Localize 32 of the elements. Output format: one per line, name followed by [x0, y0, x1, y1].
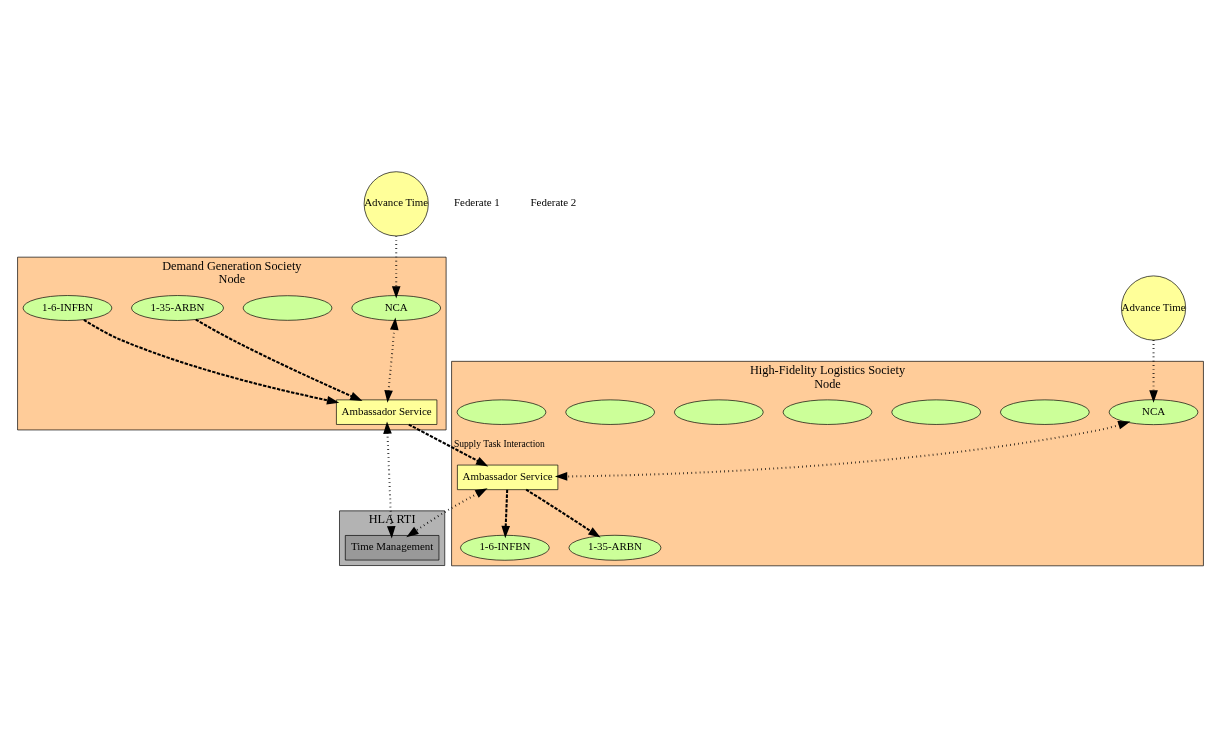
node-box: Ambassador Service: [336, 399, 438, 425]
node-ellipse: [1000, 399, 1090, 425]
node-ellipse: 1-6-INFBN: [22, 294, 113, 321]
node-ellipse: [456, 399, 547, 425]
node-ellipse: [782, 399, 873, 425]
arrow: [391, 235, 401, 299]
node-ellipse: [674, 399, 764, 425]
node-ellipse: 1-35-ARBN: [568, 534, 662, 561]
arrow: [554, 420, 1131, 481]
edge-label: Supply Task Interaction: [453, 437, 545, 449]
node-circle: Advance Time: [1121, 275, 1186, 340]
arrow: [1149, 339, 1158, 403]
node-ellipse: [242, 294, 333, 321]
node-box: Time Management: [344, 534, 440, 560]
arrow: [384, 317, 399, 403]
arrow: [525, 488, 601, 538]
arrow: [83, 318, 340, 404]
label: Federate 1: [453, 195, 500, 208]
arrow: [406, 487, 488, 537]
arrow: [408, 423, 489, 466]
node-ellipse: 1-35-ARBN: [131, 294, 224, 321]
node-ellipse: 1-6-INFBN: [460, 534, 550, 561]
node-box: Ambassador Service: [457, 464, 559, 490]
arrow: [383, 420, 396, 538]
node-ellipse: [565, 399, 655, 425]
arrow: [501, 489, 511, 538]
node-ellipse: NCA: [351, 294, 441, 321]
arrow: [195, 318, 363, 401]
node-ellipse: NCA: [1108, 398, 1199, 425]
label: Federate 2: [530, 195, 577, 208]
node-ellipse: [891, 399, 981, 425]
node-circle: Advance Time: [363, 170, 429, 236]
